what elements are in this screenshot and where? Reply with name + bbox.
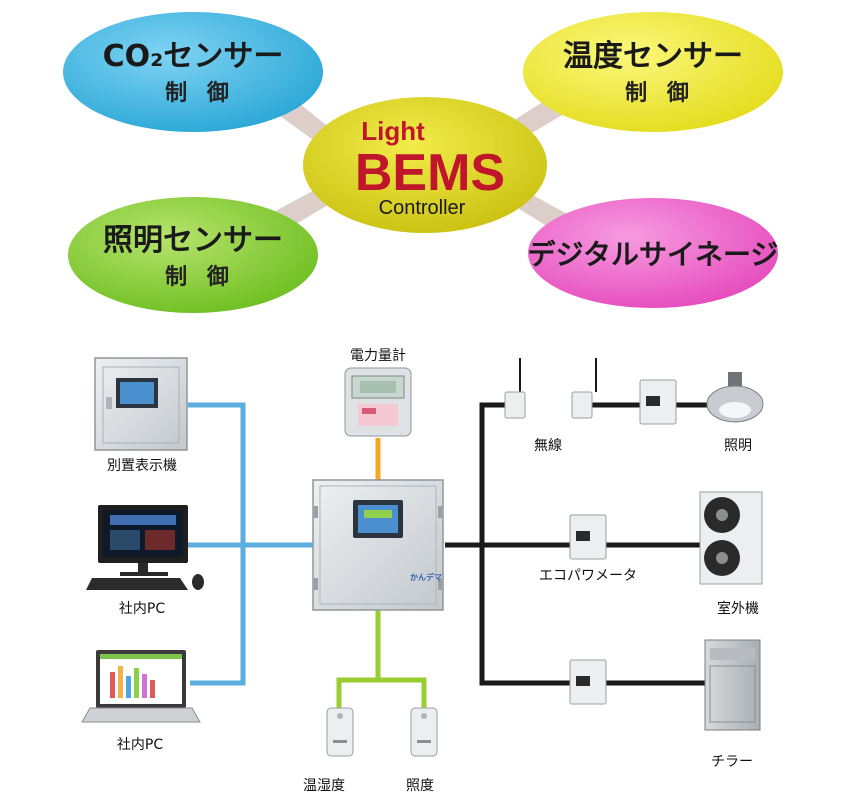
lighting-title: 照明センサー: [103, 223, 283, 258]
digital-signage-bubble: デジタルサイネージ: [528, 198, 779, 308]
label-pc1: 社内PC: [119, 601, 165, 617]
line-pc2: [190, 545, 246, 686]
connection-lines: [188, 402, 715, 708]
label-outdoor-unit: 室外機: [717, 600, 759, 617]
outdoor-ac-unit: [699, 491, 763, 585]
co2-sub: 制 御: [165, 80, 235, 106]
temp-title: 温度センサー: [563, 39, 743, 74]
label-wireless: 無線: [534, 438, 562, 454]
signage-title: デジタルサイネージ: [528, 238, 779, 271]
desktop-pc: [86, 505, 204, 590]
label-humidity: 温湿度: [303, 778, 345, 794]
line-sensors-2: [378, 677, 427, 708]
eco-power-meter-lighting: [639, 379, 677, 425]
power-meter: [344, 367, 412, 437]
center-line3: Controller: [379, 197, 466, 219]
wireless-transmitter-1: [504, 358, 526, 419]
co2-sensor-bubble: CO₂センサー 制 御: [63, 12, 323, 132]
co2-title: CO₂センサー: [103, 39, 284, 74]
illuminance-sensor: [410, 707, 438, 757]
label-power-meter: 電力量計: [350, 348, 406, 364]
remote-display-unit: [94, 357, 188, 451]
label-pc2: 社内PC: [117, 737, 163, 753]
lighting-sub: 制 御: [165, 264, 235, 290]
humidity-sensor: [326, 707, 354, 757]
temperature-sensor-bubble: 温度センサー 制 御: [523, 12, 783, 132]
line-right-vertical: [479, 402, 575, 686]
label-remote-display: 別置表示機: [107, 458, 177, 474]
wireless-transmitter-2: [571, 358, 597, 419]
light-bems-controller-bubble: Light BEMS Controller: [303, 97, 547, 233]
line-sensors: [336, 610, 381, 708]
center-line2: BEMS: [355, 144, 505, 202]
eco-power-meter-chiller: [569, 659, 607, 705]
center-line1: Light: [361, 116, 425, 146]
label-illuminance: 照度: [406, 778, 434, 794]
lighting-fixture: [706, 372, 764, 423]
label-eco-power-meter: エコパワメータ: [539, 568, 637, 584]
chiller-unit: [704, 639, 761, 731]
label-chiller: チラー: [711, 754, 753, 770]
eco-power-meter: [569, 514, 607, 560]
controller-brand: かんデマ: [410, 572, 442, 582]
temp-sub: 制 御: [625, 80, 695, 106]
laptop-pc: [81, 650, 201, 723]
lighting-sensor-bubble: 照明センサー 制 御: [68, 197, 318, 313]
label-lighting: 照明: [724, 438, 752, 454]
line-remote-display: [188, 402, 246, 545]
bems-controller-box: かんデマ: [312, 479, 444, 611]
